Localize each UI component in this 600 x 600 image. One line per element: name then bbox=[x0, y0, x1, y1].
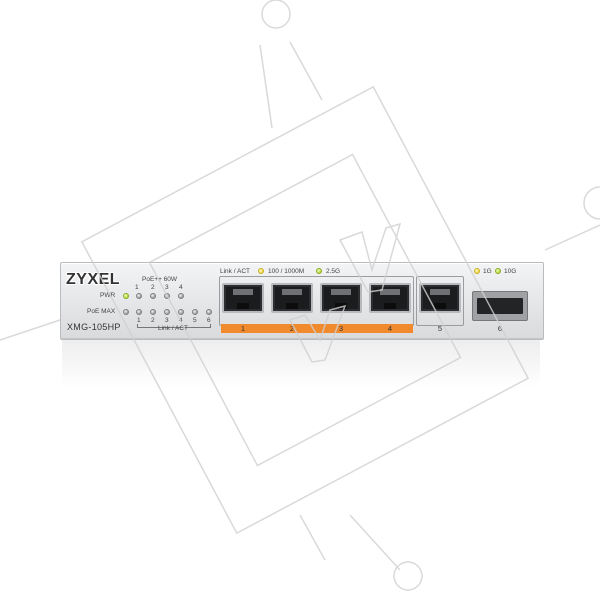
link-number-5: 5 bbox=[193, 317, 197, 324]
speed-led-legend-green bbox=[316, 268, 322, 274]
link-led-3 bbox=[164, 309, 170, 315]
link-number-4: 4 bbox=[179, 317, 183, 324]
sfp-10g-label: 10G bbox=[504, 268, 517, 275]
port-number-1: 1 bbox=[240, 324, 246, 333]
rj45-port-4[interactable] bbox=[369, 283, 411, 313]
model-label: XMG-105HP bbox=[67, 322, 121, 332]
rj45-port-3[interactable] bbox=[320, 283, 362, 313]
link-number-2: 2 bbox=[151, 317, 155, 324]
speed-100-1000-label: 100 / 1000M bbox=[268, 268, 305, 275]
link-led-6 bbox=[206, 309, 212, 315]
sfp-led-legend-green bbox=[495, 268, 501, 274]
poe-number-2: 2 bbox=[151, 284, 155, 291]
poe-led-3 bbox=[164, 293, 170, 299]
link-led-1 bbox=[136, 309, 142, 315]
port-number-3: 3 bbox=[338, 324, 344, 333]
rj45-port-1[interactable] bbox=[222, 283, 264, 313]
sfp-slot-opening bbox=[477, 298, 523, 314]
poe-budget-label: PoE++ 60W bbox=[142, 276, 178, 283]
link-led-2 bbox=[150, 309, 156, 315]
poe-number-1: 1 bbox=[135, 284, 139, 291]
link-led-4 bbox=[178, 309, 184, 315]
poe-led-1 bbox=[136, 293, 142, 299]
port-number-2: 2 bbox=[289, 324, 295, 333]
device-reflection bbox=[62, 340, 540, 388]
poe-led-2 bbox=[150, 293, 156, 299]
link-number-1: 1 bbox=[137, 317, 141, 324]
link-act-label-left: Link / ACT bbox=[158, 325, 188, 332]
link-number-3: 3 bbox=[165, 317, 169, 324]
rj45-port-2[interactable] bbox=[271, 283, 313, 313]
link-number-6: 6 bbox=[207, 317, 211, 324]
poe-number-4: 4 bbox=[179, 284, 183, 291]
rj45-port-5[interactable] bbox=[419, 283, 461, 313]
port-number-6: 6 bbox=[497, 324, 503, 333]
poe-max-led bbox=[123, 309, 129, 315]
pwr-label: PWR bbox=[100, 292, 116, 299]
sfp-1g-label: 1G bbox=[483, 268, 492, 275]
sfp-led-legend-yellow bbox=[474, 268, 480, 274]
poe-led-4 bbox=[178, 293, 184, 299]
brand-logo: ZYXEL bbox=[66, 271, 121, 288]
link-led-5 bbox=[192, 309, 198, 315]
sfp-port-6[interactable] bbox=[472, 291, 528, 321]
speed-2-5g-label: 2.5G bbox=[326, 268, 341, 275]
link-act-label-top: Link / ACT bbox=[220, 268, 250, 275]
poe-number-3: 3 bbox=[165, 284, 169, 291]
speed-led-legend-yellow bbox=[258, 268, 264, 274]
port-number-5: 5 bbox=[437, 324, 443, 333]
pwr-led bbox=[123, 293, 129, 299]
port-number-4: 4 bbox=[387, 324, 393, 333]
poe-max-label: PoE MAX bbox=[87, 308, 116, 315]
